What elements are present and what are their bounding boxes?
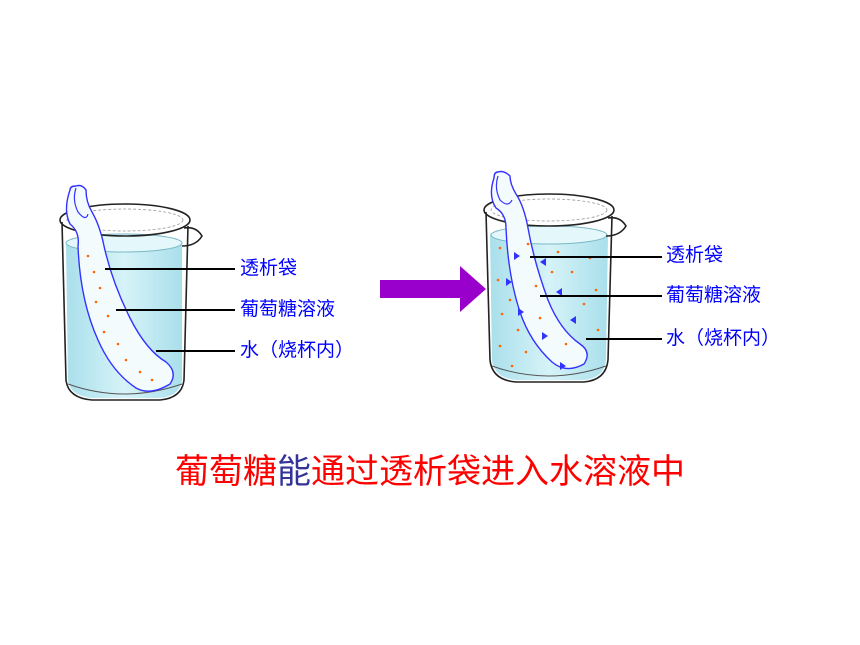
right-beaker-spout: [605, 216, 627, 237]
right-glucose-label: 葡萄糖溶液: [666, 284, 762, 306]
right-water-label: 水（烧杯内）: [666, 327, 781, 349]
right-glucose-dots: [496, 242, 600, 368]
left-leader-lines: [105, 268, 235, 352]
right-bag-label: 透析袋: [666, 244, 724, 266]
left-dialysis-bag: [65, 184, 174, 392]
right-bag-flow-arrows: [506, 252, 576, 370]
left-beaker-spout: [181, 226, 203, 247]
caption-part-rest: 通过透析袋进入水溶液中: [311, 452, 685, 492]
right-arrow-icon: [380, 266, 486, 312]
left-beaker-rim: [59, 203, 191, 237]
left-glass-body: [61, 221, 189, 401]
right-leader-lines: [530, 256, 662, 340]
right-dialysis-bag: [490, 170, 588, 370]
left-glucose-dots: [86, 254, 154, 382]
caption-part-can: 能: [277, 452, 311, 492]
caption-part-glucose: 葡萄糖: [175, 452, 277, 492]
left-bag-label: 透析袋: [240, 257, 298, 279]
right-beaker-icon: [483, 170, 627, 383]
left-beaker-icon: [59, 184, 203, 401]
right-glass-body: [485, 211, 613, 383]
left-glucose-label: 葡萄糖溶液: [240, 298, 336, 320]
caption: 葡萄糖能通过透析袋进入水溶液中: [0, 450, 860, 494]
right-beaker-rim: [483, 193, 615, 227]
left-water-label: 水（烧杯内）: [240, 339, 355, 361]
